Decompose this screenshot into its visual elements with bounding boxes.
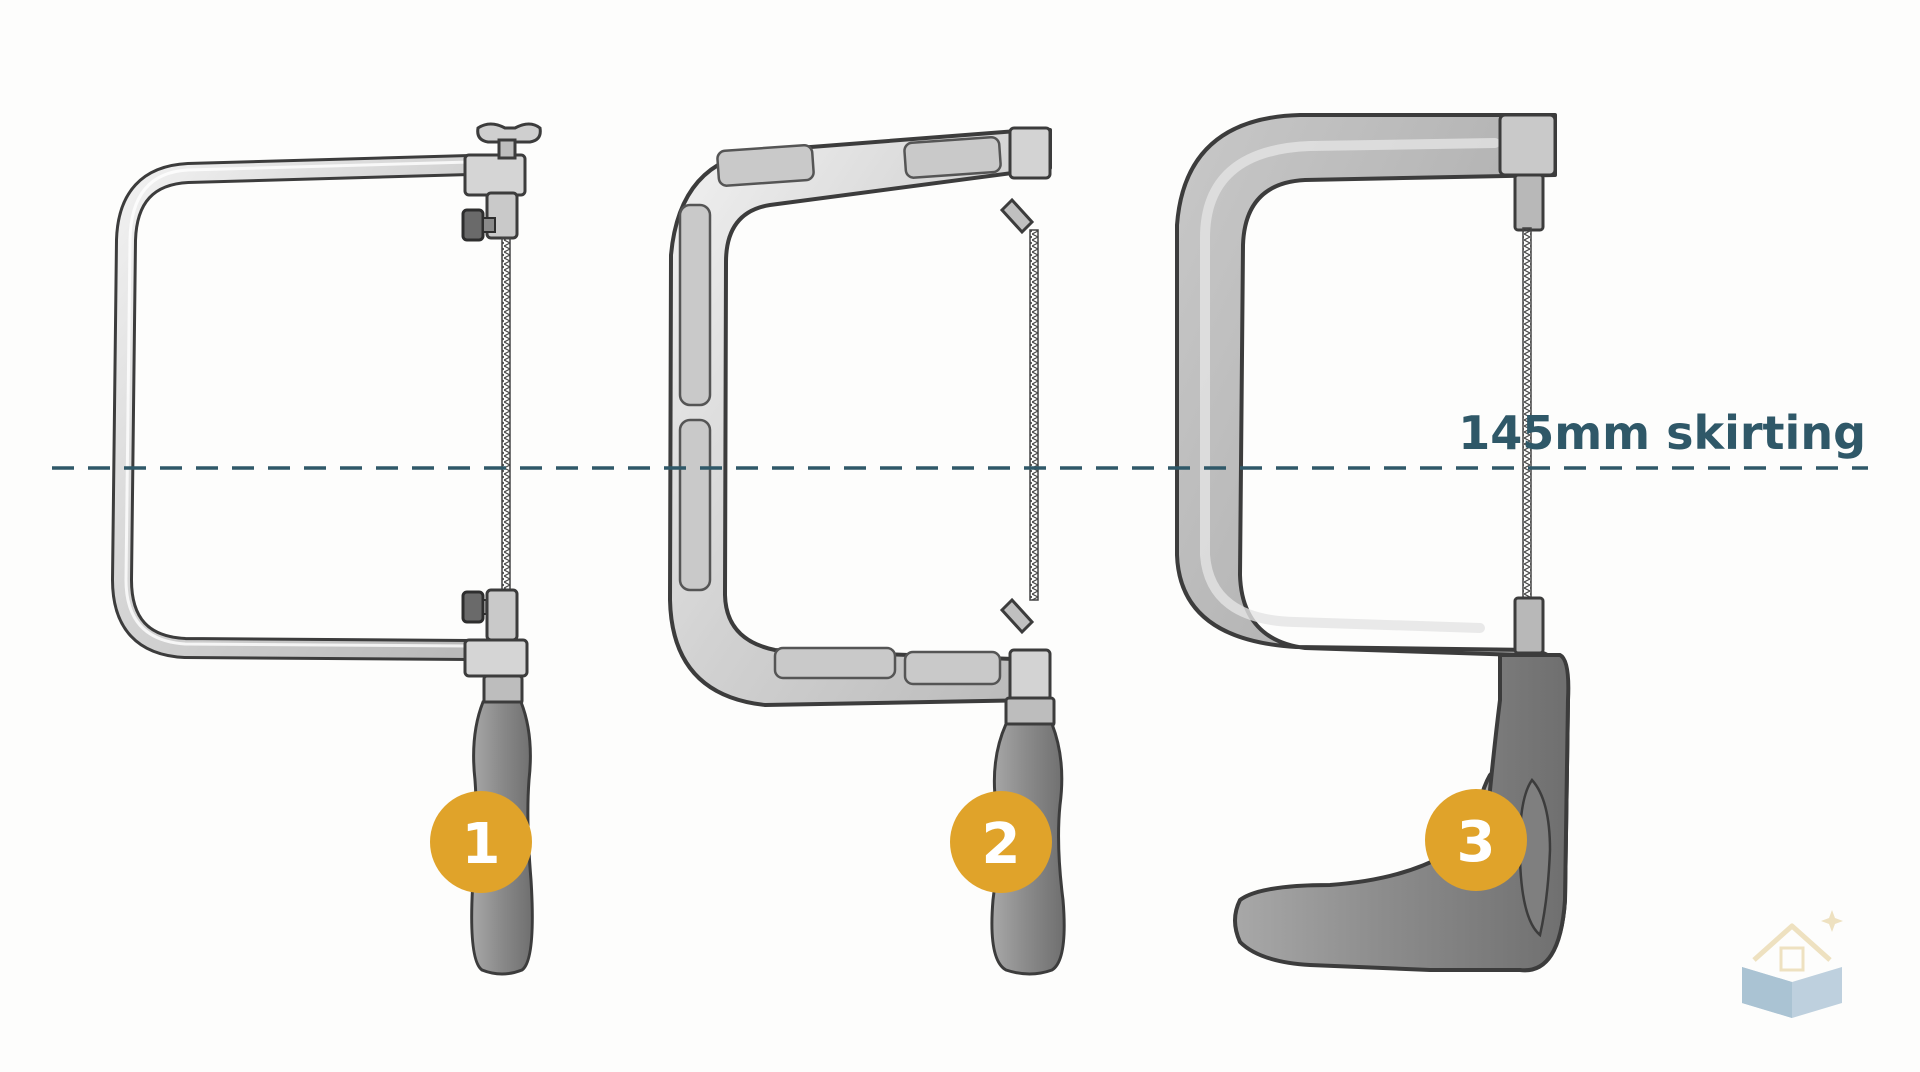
skirting-height-label: 145mm skirting xyxy=(1458,406,1866,460)
badge-1-label: 1 xyxy=(462,812,501,877)
coping-saw-3: 3 xyxy=(1175,113,1571,973)
badge-1 xyxy=(430,791,532,893)
saw-1-blade xyxy=(501,237,511,594)
badge-2 xyxy=(950,791,1052,893)
badge-3-label: 3 xyxy=(1457,810,1496,875)
saw-1-frame xyxy=(111,154,481,661)
coping-saw-1: 1 xyxy=(111,122,542,976)
saw-2-frame xyxy=(668,128,1052,707)
saw-2-blade xyxy=(1029,229,1039,601)
book-house-logo-icon xyxy=(1742,910,1843,1018)
saw-1-top-clamp xyxy=(463,153,527,197)
badge-3 xyxy=(1425,789,1527,891)
coping-saw-2: 2 xyxy=(668,126,1066,976)
wing-nut-icon xyxy=(476,122,542,144)
badge-2-label: 2 xyxy=(982,812,1021,877)
